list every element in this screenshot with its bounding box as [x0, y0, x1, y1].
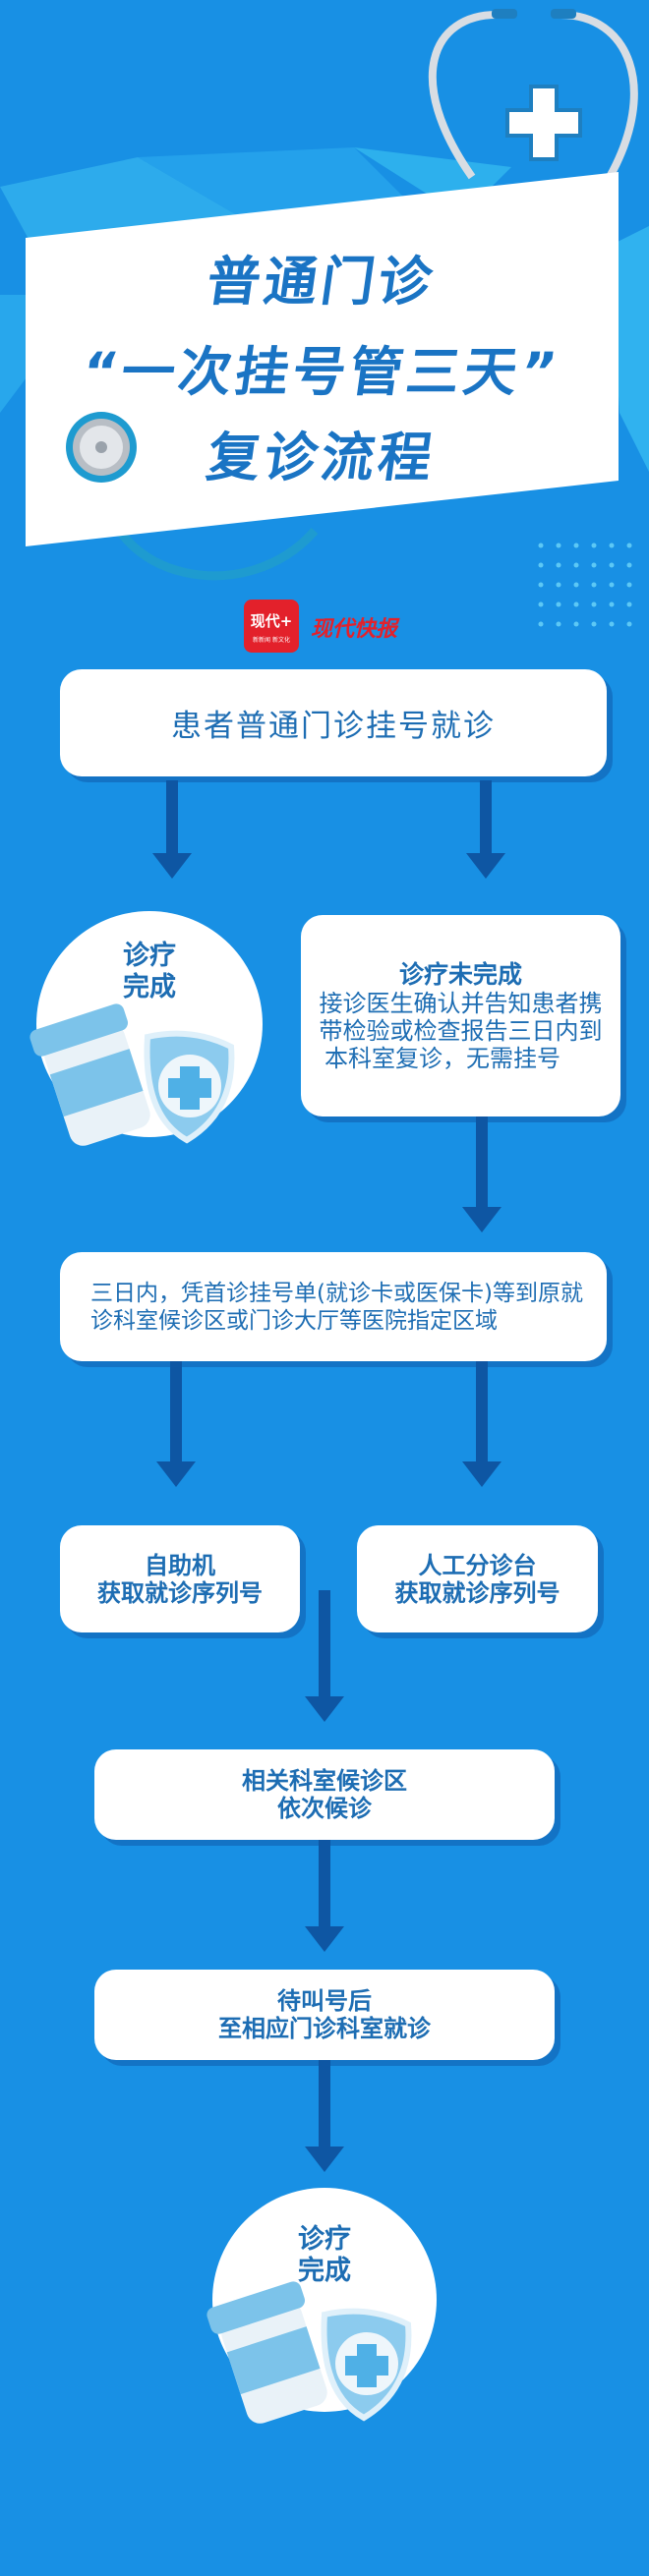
page-title-line-2: “一次挂号管三天”: [78, 341, 564, 403]
treatment-complete-label: 诊疗 完成: [123, 941, 176, 1002]
header-card: [26, 85, 619, 546]
logo-badge-sub: 新新闻 新文化: [253, 637, 290, 644]
option-triage-desk: 人工分诊台 获取就诊序列号: [357, 1525, 598, 1632]
treatment-incomplete-box: 诊疗未完成 接诊医生确认并告知患者携 带检验或检查报告三日内到 本科室复诊，无需…: [301, 915, 620, 1116]
option-self-service-kiosk: 自助机 获取就诊序列号: [60, 1525, 300, 1632]
arrow-down-icon: [152, 780, 192, 879]
step-visit-clinic: 待叫号后 至相应门诊科室就诊: [94, 1970, 555, 2060]
medicine-shield-icon: [30, 1003, 235, 1146]
stethoscope-tube-icon: [428, 11, 498, 180]
step-register: 患者普通门诊挂号就诊: [60, 669, 607, 776]
logo: 现代+ 新新闻 新文化: [244, 600, 299, 653]
stethoscope-head-icon: [66, 412, 137, 483]
page-title-line-3: 复诊流程: [203, 427, 441, 488]
medical-cross-icon: [505, 85, 582, 161]
logo-wordmark: 现代快报: [311, 616, 398, 642]
dot-grid: [538, 543, 632, 627]
final-complete-label: 诊疗 完成: [298, 2224, 351, 2286]
treatment-incomplete-title: 诊疗未完成: [398, 959, 522, 989]
logo-badge-text: 现代+: [250, 612, 293, 630]
medicine-shield-icon: [206, 2281, 412, 2424]
step-register-text: 患者普通门诊挂号就诊: [171, 709, 496, 744]
step-wait-in-area: 相关科室候诊区 依次候诊: [94, 1749, 555, 1840]
page-title-line-1: 普通门诊: [203, 251, 441, 313]
step-return-within-three-days: 三日内，凭首诊挂号单(就诊卡或医保卡)等到原就 诊科室候诊区或门诊大厅等医院指定…: [60, 1252, 607, 1361]
arrow-down-icon: [466, 780, 505, 879]
